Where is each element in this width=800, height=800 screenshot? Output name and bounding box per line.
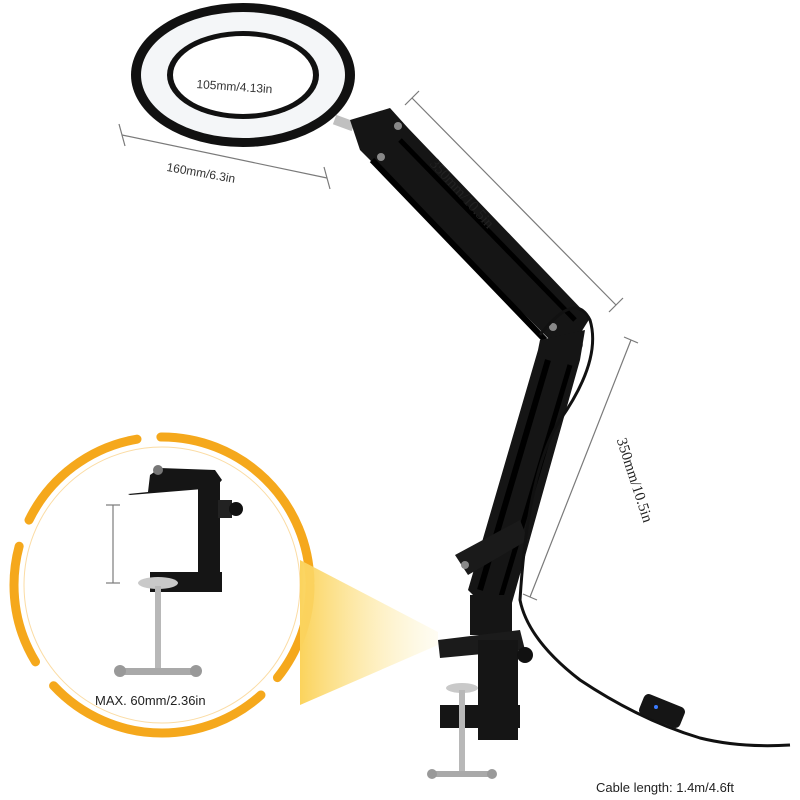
lower-arm [455,330,585,612]
power-cable [518,306,791,748]
clamp-max-opening-label: MAX. 60mm/2.36in [95,693,206,708]
desk-clamp [427,595,533,779]
clamp-detail [106,465,243,677]
upper-arm [350,108,590,349]
cable-length-label: Cable length: 1.4m/4.6ft [596,780,735,795]
ring-light-head [131,3,356,147]
dimension-lines [118,90,639,601]
zoom-beam [300,560,438,705]
